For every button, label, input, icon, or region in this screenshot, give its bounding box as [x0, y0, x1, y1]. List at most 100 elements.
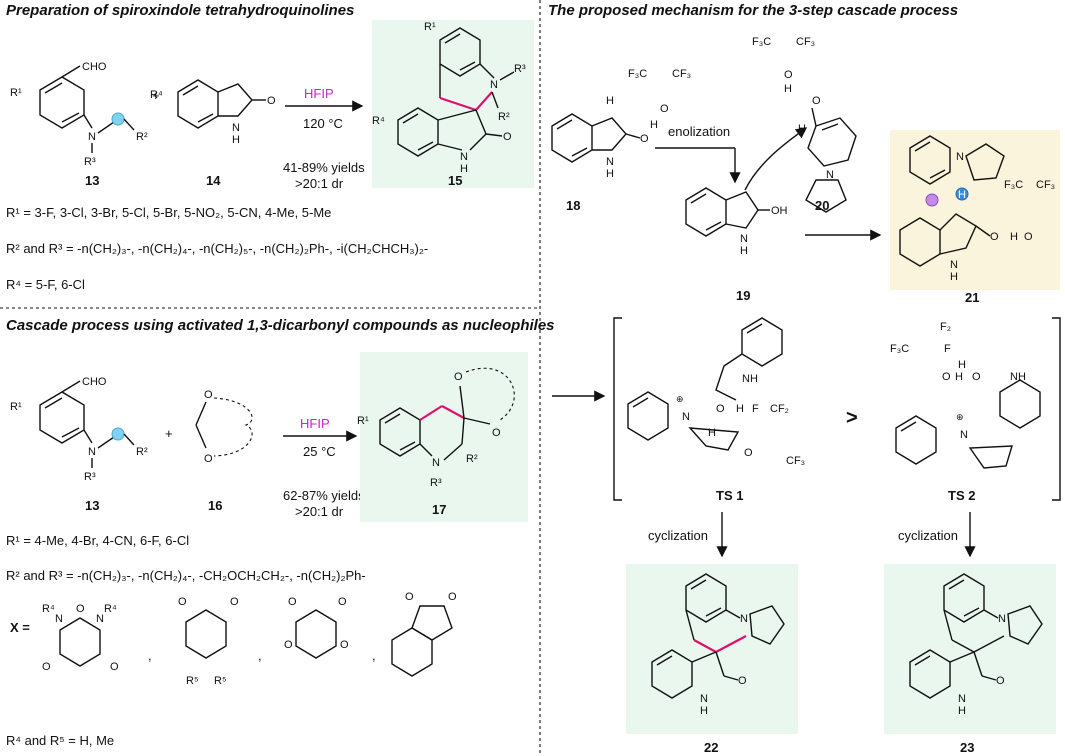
svg-text:R¹: R¹ — [357, 415, 369, 427]
r2r3-line-bottom: R² and R³ = -n(CH₂)₃-, -n(CH₂)₄-, -CH₂OC… — [6, 568, 366, 583]
svg-text:R³: R³ — [514, 63, 526, 75]
svg-text:R³: R³ — [430, 477, 442, 489]
svg-text:N: N — [606, 156, 614, 168]
svg-text:F₃C: F₃C — [628, 68, 647, 80]
svg-text:F: F — [752, 403, 759, 415]
reagent-top: HFIP — [304, 86, 334, 101]
svg-text:O: O — [1024, 231, 1033, 243]
svg-text:N: N — [958, 693, 966, 705]
svg-text:N: N — [826, 169, 834, 181]
svg-text:N: N — [740, 613, 748, 625]
svg-text:⊕: ⊕ — [956, 412, 964, 422]
svg-text:CF₂: CF₂ — [770, 403, 789, 415]
svg-text:H: H — [460, 163, 468, 175]
structure-ts2: F₂ F₃C F H O H O NH N ⊕ — [890, 321, 1041, 469]
structure-15: N R³ R² O N H R⁴ R¹ — [372, 21, 526, 175]
svg-text:N: N — [956, 151, 964, 163]
structure-13-top: CHO N R² R³ R¹ — [10, 61, 148, 168]
r2r3-line-top: R² and R³ = -n(CH₂)₃-, -n(CH₂)₄-, -n(CH₂… — [6, 241, 428, 256]
svg-text:H: H — [736, 403, 744, 415]
svg-text:O: O — [990, 231, 999, 243]
product-box-15 — [372, 20, 534, 188]
yield-bottom: 62-87% yields — [283, 488, 365, 503]
svg-text:F₃C: F₃C — [890, 343, 909, 355]
svg-text:R³: R³ — [84, 156, 96, 168]
svg-text:R⁴: R⁴ — [150, 89, 163, 101]
structure-ts1: NH N ⊕ O H F CF₂ H O CF₃ — [627, 317, 805, 467]
svg-text:H: H — [1010, 231, 1018, 243]
svg-text:O: O — [660, 103, 669, 115]
svg-text:F₃C: F₃C — [752, 36, 771, 48]
svg-text:H: H — [958, 705, 966, 717]
svg-text:N: N — [88, 131, 96, 143]
label-13-top: 13 — [85, 173, 99, 188]
structure-23: N O N H — [909, 573, 1043, 717]
reagent-bottom: HFIP — [300, 416, 330, 431]
svg-text:R⁴: R⁴ — [104, 603, 117, 615]
temp-bottom: 25 °C — [303, 444, 336, 459]
structure-16: O O — [195, 389, 253, 465]
svg-text:N: N — [682, 411, 690, 423]
dr-top: >20:1 dr — [295, 176, 344, 191]
svg-text:O: O — [454, 371, 463, 383]
svg-text:O: O — [204, 453, 213, 465]
svg-text:R¹: R¹ — [10, 87, 22, 99]
structure-21: N H O N H F₃C CF₃ O H — [899, 135, 1055, 283]
svg-text:O: O — [284, 639, 293, 651]
svg-text:O: O — [942, 371, 951, 383]
label-22: 22 — [704, 740, 718, 755]
svg-text:O: O — [448, 591, 457, 603]
cyclization-label-2: cyclization — [898, 528, 958, 543]
svg-text:CF₃: CF₃ — [1036, 179, 1055, 191]
x-indandione: O O — [391, 591, 457, 677]
section-title-right: The proposed mechanism for the 3-step ca… — [548, 2, 958, 19]
svg-text:⊕: ⊕ — [676, 394, 684, 404]
x-label: X = — [10, 620, 30, 635]
comma-1: , — [148, 648, 152, 663]
svg-text:OH: OH — [771, 205, 788, 217]
svg-text:CF₃: CF₃ — [672, 68, 691, 80]
svg-text:O: O — [110, 661, 119, 673]
svg-text:F₃C: F₃C — [1004, 179, 1023, 191]
comma-3: , — [372, 648, 376, 663]
label-ts1: TS 1 — [716, 488, 743, 503]
temp-top: 120 °C — [303, 116, 343, 131]
svg-text:O: O — [178, 596, 187, 608]
x-barbiturate: N N R⁴ R⁴ O O O — [42, 603, 119, 673]
svg-text:O: O — [716, 403, 725, 415]
structure-13-bottom: CHO N R² R³ R¹ — [10, 376, 148, 483]
svg-text:N: N — [55, 613, 63, 625]
svg-text:R³: R³ — [84, 471, 96, 483]
svg-text:O: O — [812, 95, 821, 107]
yield-top: 41-89% yields — [283, 160, 365, 175]
svg-text:N: N — [490, 79, 498, 91]
cyclization-label-1: cyclization — [648, 528, 708, 543]
svg-text:H: H — [950, 271, 958, 283]
svg-text:R⁵: R⁵ — [214, 675, 227, 687]
svg-text:N: N — [88, 446, 96, 458]
x-meldrums-acid: O O O O — [284, 596, 349, 659]
svg-text:R²: R² — [136, 446, 148, 458]
svg-text:O: O — [288, 596, 297, 608]
svg-text:H: H — [958, 359, 966, 371]
svg-text:O: O — [267, 95, 276, 107]
label-ts2: TS 2 — [948, 488, 975, 503]
label-15: 15 — [448, 173, 462, 188]
svg-text:R⁴: R⁴ — [42, 603, 55, 615]
svg-text:O: O — [784, 69, 793, 81]
label-17: 17 — [432, 502, 446, 517]
svg-text:F: F — [944, 343, 951, 355]
label-20: 20 — [815, 198, 829, 213]
svg-text:CHO: CHO — [82, 61, 107, 73]
svg-text:N: N — [998, 613, 1006, 625]
svg-text:R²: R² — [466, 453, 478, 465]
enolization-label: enolization — [668, 124, 730, 139]
plus-sign-bottom: + — [165, 426, 173, 441]
svg-text:N: N — [960, 429, 968, 441]
plus-sign-top: + — [152, 88, 160, 103]
label-16: 16 — [208, 498, 222, 513]
bracket-left — [613, 317, 622, 501]
svg-text:N: N — [432, 457, 440, 469]
svg-text:N: N — [96, 613, 104, 625]
svg-text:R¹: R¹ — [424, 21, 436, 33]
